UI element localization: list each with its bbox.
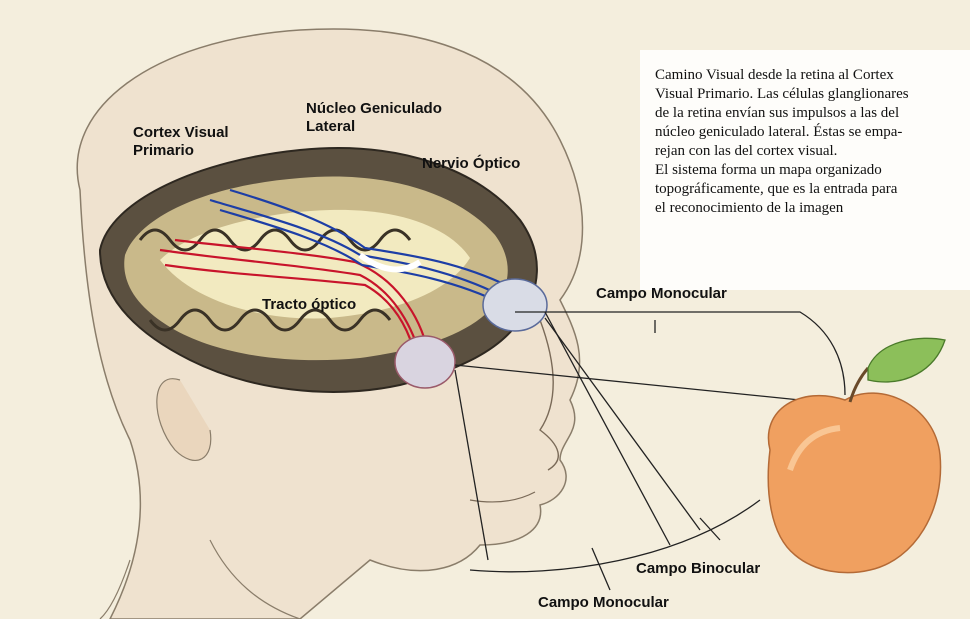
eye-left	[395, 336, 455, 388]
label-cortex-line-1: Cortex Visual	[133, 124, 229, 142]
label-campo-monocular-top: Campo Monocular	[596, 285, 727, 303]
label-nucleo-line-1: Núcleo Geniculado	[306, 100, 442, 118]
eye-right	[483, 279, 547, 331]
label-cortex-visual-primario: Cortex Visual Primario	[133, 124, 229, 160]
label-nucleo-line-2: Lateral	[306, 118, 442, 136]
label-nervio-optico: Nervio Óptico	[422, 155, 520, 173]
caption-text: Camino Visual desde la retina al Cortex …	[655, 66, 960, 218]
label-nucleo-geniculado-lateral: Núcleo Geniculado Lateral	[306, 100, 442, 136]
label-tracto-optico: Tracto óptico	[262, 296, 356, 314]
label-cortex-line-2: Primario	[133, 142, 229, 160]
label-campo-monocular-bottom: Campo Monocular	[538, 594, 669, 612]
label-campo-binocular: Campo Binocular	[636, 560, 760, 578]
